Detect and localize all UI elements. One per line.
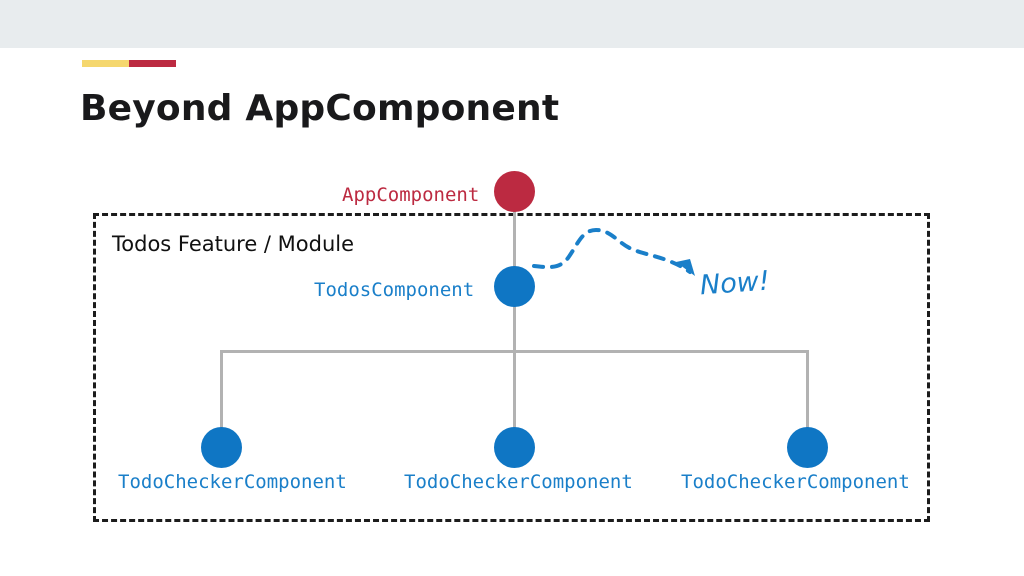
- edge-todos-trunk: [513, 300, 516, 352]
- title-accent-bar: [82, 60, 176, 67]
- callout-now-label: Now!: [699, 265, 771, 302]
- node-label-todo-checker-component-1: TodoCheckerComponent: [118, 471, 347, 493]
- callout-arrow-icon: [532, 227, 695, 276]
- node-todo-checker-component-3[interactable]: [787, 427, 828, 468]
- edge-app-to-todos: [513, 205, 516, 285]
- node-app-component[interactable]: [494, 171, 535, 212]
- node-todo-checker-component-2[interactable]: [494, 427, 535, 468]
- node-todos-component[interactable]: [494, 266, 535, 307]
- node-label-todo-checker-component-3: TodoCheckerComponent: [681, 471, 910, 493]
- accent-bar-left: [82, 60, 129, 67]
- module-frame-label: Todos Feature / Module: [112, 232, 355, 256]
- node-label-todos-component: TodosComponent: [314, 279, 475, 301]
- edge-bus-to-child-3: [806, 350, 809, 430]
- module-frame: [93, 213, 930, 522]
- top-band: [0, 0, 1024, 48]
- accent-bar-right: [129, 60, 176, 67]
- page-title: Beyond AppComponent: [80, 88, 560, 129]
- edge-bus-to-child-2: [513, 350, 516, 430]
- node-label-todo-checker-component-2: TodoCheckerComponent: [404, 471, 633, 493]
- node-todo-checker-component-1[interactable]: [201, 427, 242, 468]
- node-label-app-component: AppComponent: [342, 184, 480, 206]
- edge-bus-to-child-1: [220, 350, 223, 430]
